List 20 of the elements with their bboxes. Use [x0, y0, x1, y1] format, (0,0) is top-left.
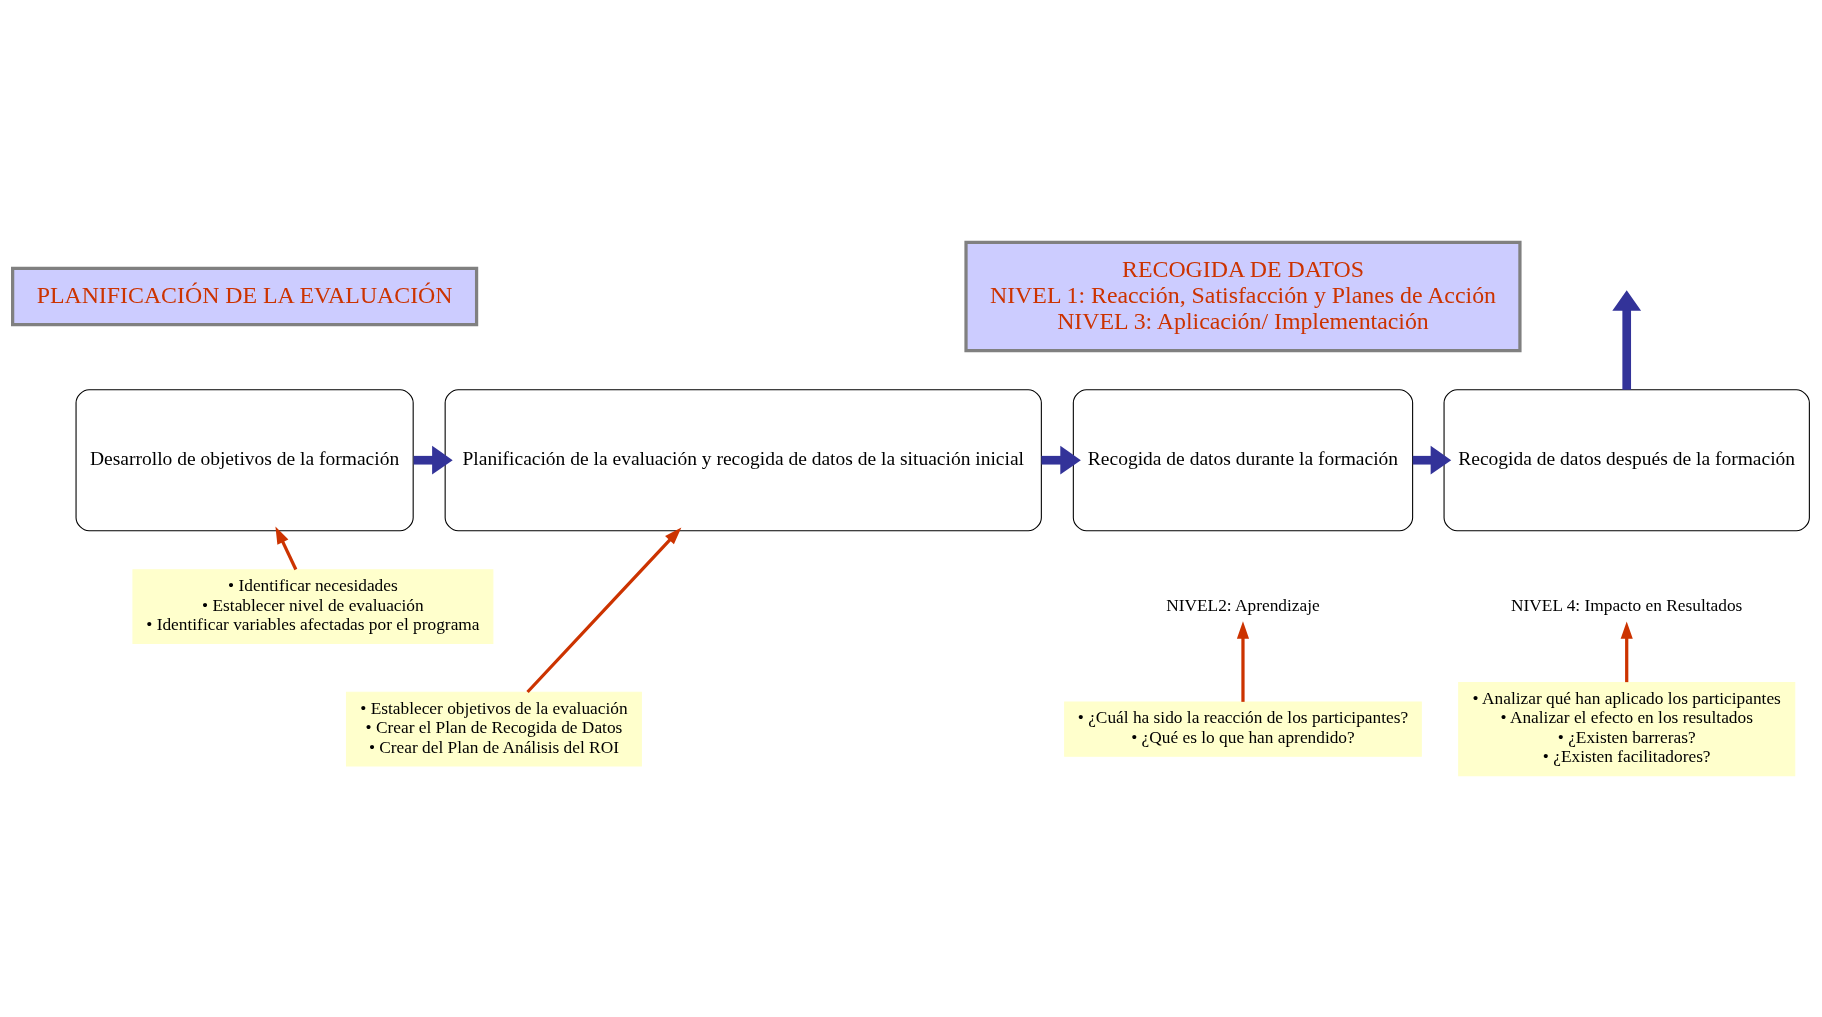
node-box: RECOGIDA DE DATOS NIVEL 1: Reacción, Satisfacción y Planes de Acción NIVEL 3: Aplicación/ Implementación	[964, 240, 1522, 352]
node-box: • ¿Cuál ha sido la reacción de los participantes? • ¿Qué es lo que han aprendido?	[1064, 700, 1422, 757]
arrow	[1041, 445, 1081, 475]
node-box: • Analizar qué han aplicado los participantes • Analizar el efecto en los resultados • ¿Existen barreras? • ¿Existen facilitadores?	[1458, 681, 1796, 776]
arrow	[1620, 620, 1633, 682]
node-box: Recogida de datos durante la formación	[1072, 388, 1414, 531]
node-box: Recogida de datos después de la formación	[1443, 388, 1810, 531]
node-box: Planificación de la evaluación y recogida de datos de la situación inicial	[444, 388, 1042, 531]
arrow	[275, 525, 298, 570]
node-box: • Identificar necesidades • Establecer nivel de evaluación • Identificar variables afectadas por el programa	[132, 568, 494, 644]
node-box: • Establecer objetivos de la evaluación • Crear el Plan de Recogida de Datos • Crear del Plan de Análisis del ROI	[345, 691, 642, 766]
node-text: NIVEL2: Aprendizaje	[1166, 595, 1320, 615]
node-text: NIVEL 4: Impacto en Resultados	[1511, 595, 1743, 615]
arrow	[413, 445, 453, 475]
arrow	[1236, 620, 1250, 702]
arrow	[526, 527, 682, 693]
arrow	[1612, 289, 1642, 390]
arrow	[1412, 445, 1452, 475]
node-box: Desarrollo de objetivos de la formación	[75, 388, 414, 531]
node-box: PLANIFICACIÓN DE LA EVALUACIÓN	[11, 266, 479, 326]
